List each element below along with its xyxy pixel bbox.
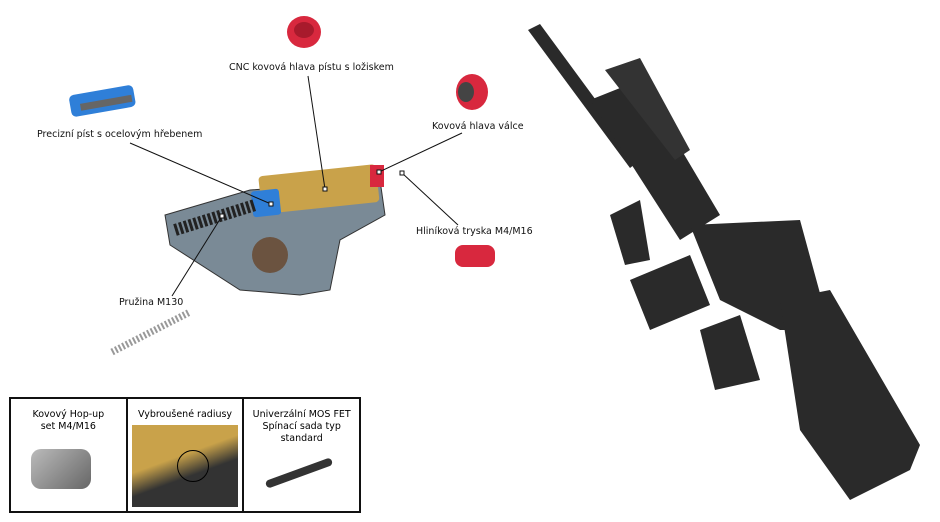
- panel-radius-line1: Vybroušené radiusy: [137, 409, 233, 420]
- panel-radius: Vybroušené radiusy: [128, 399, 245, 511]
- piston-head-part: [287, 16, 321, 48]
- label-cylinder-head: Kovová hlava válce: [432, 121, 524, 132]
- panel-mosfet: Univerzální MOS FET Spínací sada typ sta…: [244, 399, 359, 511]
- nozzle-part: [455, 245, 495, 267]
- panel-mosfet-line1: Univerzální MOS FET: [252, 409, 351, 420]
- feature-panels: Kovový Hop-up set M4/M16 Vybroušené radi…: [9, 397, 361, 513]
- label-piston-head: CNC kovová hlava pístu s ložiskem: [229, 62, 394, 73]
- piston-part: [69, 85, 136, 117]
- panel-mosfet-line2: Spínací sada typ standard: [262, 421, 341, 444]
- cylinder-head-part: [456, 74, 488, 110]
- panel-hopup-line1: Kovový Hop-up: [32, 409, 105, 420]
- radius-image: [131, 425, 239, 507]
- leader-lines: [129, 75, 463, 297]
- panel-hopup: Kovový Hop-up set M4/M16: [11, 399, 128, 511]
- gearbox: [164, 164, 386, 296]
- label-piston: Precizní píst s ocelovým hřebenem: [37, 129, 203, 140]
- hopup-image: [31, 449, 91, 489]
- mosfet-image: [265, 457, 334, 489]
- label-nozzle: Hliníková tryska M4/M16: [416, 226, 533, 237]
- spring-part: [110, 308, 192, 356]
- rifle: [528, 24, 920, 500]
- label-spring: Pružina M130: [119, 297, 184, 308]
- panel-hopup-line2: set M4/M16: [40, 421, 96, 432]
